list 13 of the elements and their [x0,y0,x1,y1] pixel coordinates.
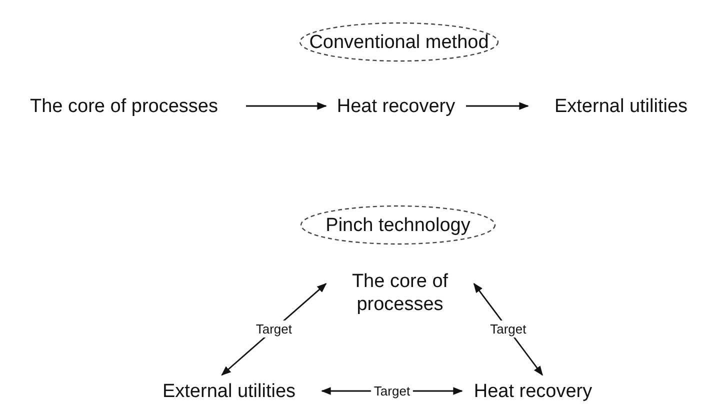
node-text: The core of processes [330,262,470,324]
arrow [466,102,529,110]
node-text: External utilities [140,378,318,404]
arrow [246,102,327,110]
oval-label: Pinch technology [326,214,470,236]
node-text: The core of processes [6,93,242,119]
node-text: Heat recovery [330,93,462,119]
oval-label: Conventional method [309,30,489,54]
node-text: Heat recovery [466,378,600,404]
node-text: External utilities [532,93,710,119]
edge-label: Target [487,320,530,338]
dashed-oval [300,205,496,245]
dashed-oval [299,22,499,62]
